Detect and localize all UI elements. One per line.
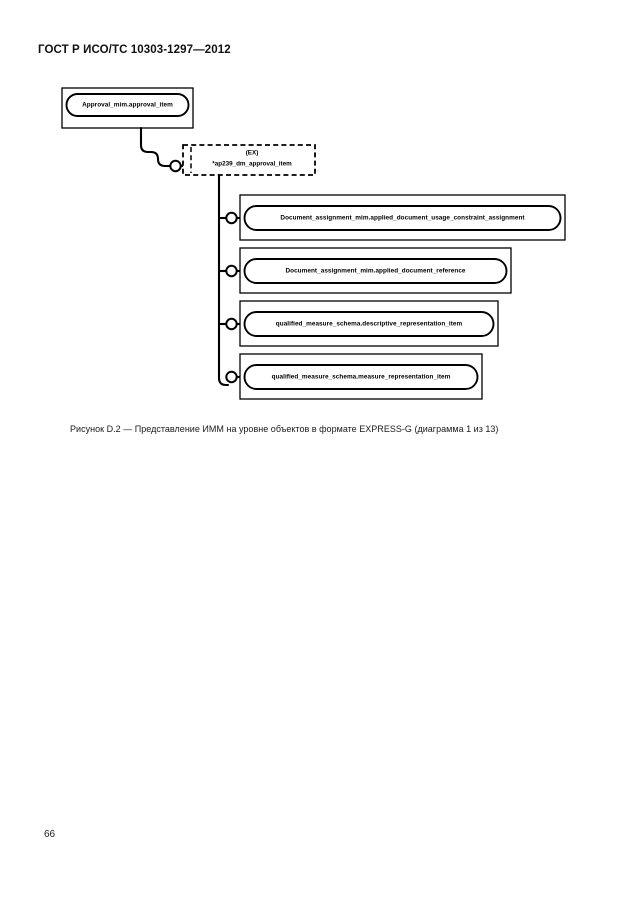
entity-2-rounded-box	[243, 258, 508, 284]
root-entity-rounded-box	[65, 93, 190, 117]
ex-select-label: *ap239_dm_approval_item	[212, 160, 292, 168]
entity-4-rounded-box	[243, 364, 479, 390]
figure-caption: Рисунок D.2 — Представление ИММ на уровн…	[70, 424, 499, 434]
connector-circle-select	[169, 159, 182, 173]
express-g-diagram	[61, 87, 566, 400]
connector-root-to-select-vertical	[139, 126, 153, 154]
entity-3-label: qualified_measure_schema.descriptive_rep…	[275, 320, 463, 328]
connector-circle-2	[225, 264, 238, 278]
entity-1-rounded-box	[243, 205, 562, 231]
entity-2-label: Document_assignment_mim.applied_document…	[285, 267, 466, 275]
entity-3-rounded-box	[243, 311, 495, 337]
ex-select-dashed-rect	[182, 144, 316, 176]
ex-select-tag: (EX)	[245, 149, 259, 157]
entity-4-label: qualified_measure_schema.measure_represe…	[271, 373, 451, 381]
connector-circle-3	[225, 317, 238, 331]
connector-root-to-select-elbow	[149, 150, 172, 168]
document-header-standard-number: ГОСТ Р ИСО/ТС 10303-1297—2012	[38, 44, 231, 56]
connector-trunk-vertical	[217, 173, 230, 387]
root-entity-label: Approval_mim.approval_item	[82, 101, 173, 109]
connector-circle-1	[225, 211, 238, 225]
connector-circle-4	[225, 370, 238, 384]
entity-1-label: Document_assignment_mim.applied_document…	[280, 214, 525, 222]
page-number: 66	[44, 829, 56, 840]
